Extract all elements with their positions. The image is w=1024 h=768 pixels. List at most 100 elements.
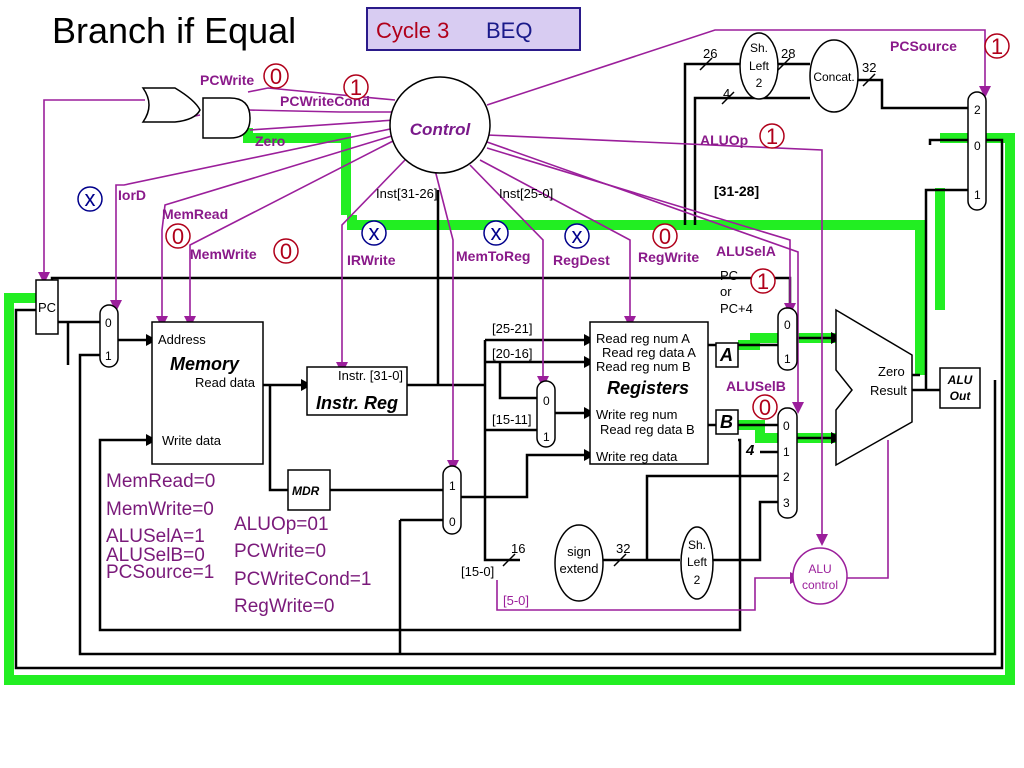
control-label: Control — [410, 120, 472, 139]
aluselb-mux-2: 2 — [783, 470, 790, 484]
sign-extend-2: extend — [559, 561, 598, 576]
aluselb-mux-1: 1 — [783, 445, 790, 459]
regdest-mux — [536, 380, 556, 448]
alu-out-1: ALU — [947, 373, 973, 387]
sl-up-1: Sh. — [750, 41, 768, 55]
instr-label: BEQ — [486, 18, 532, 43]
const-four: 4 — [745, 442, 755, 459]
ir-title: Instr. Reg — [316, 393, 398, 413]
summary-right-3: RegWrite=0 — [234, 596, 335, 617]
summary-left-4: PCSource=1 — [106, 562, 214, 583]
pc-register — [35, 279, 59, 335]
val-aluop: 1 — [766, 124, 778, 149]
bus-ticks — [502, 57, 876, 567]
register-file — [589, 321, 709, 465]
wire-15-0: [15-0] — [461, 564, 494, 579]
val-memread: 0 — [172, 224, 184, 249]
mdr-label: MDR — [292, 484, 320, 498]
alu-control — [792, 547, 848, 605]
memory — [151, 321, 264, 465]
sig-aluop: ALUOp — [700, 132, 748, 148]
wire-32b: 32 — [616, 541, 630, 556]
sl-low-2: Left — [687, 555, 708, 569]
wire-28: 28 — [781, 46, 795, 61]
pc-mux — [99, 304, 119, 368]
instruction-register — [306, 366, 408, 416]
pcsource-mux-0: 0 — [974, 139, 981, 153]
reg-b-label: B — [720, 412, 733, 432]
wire-5-0: [5-0] — [503, 593, 529, 608]
wire-15-11: [15-11] — [492, 412, 532, 427]
sig-pcsource: PCSource — [890, 38, 957, 54]
summary-right-2: PCWriteCond=1 — [234, 569, 371, 590]
val-regdest: x — [572, 223, 583, 248]
pcsource-mux-2: 2 — [974, 103, 981, 117]
slide-title: Branch if Equal — [52, 10, 296, 51]
alusela-mux — [777, 307, 798, 371]
val-alusela: 1 — [757, 269, 769, 294]
alusela-note-2: or — [720, 284, 732, 299]
sl-up-3: 2 — [756, 76, 763, 90]
pc-mux-0: 0 — [105, 316, 112, 330]
summary-left: MemRead=0 MemWrite=0 ALUSelA=1 ALUSelB=0… — [106, 471, 215, 583]
memory-address: Address — [158, 332, 206, 347]
wire-20-16: [20-16] — [492, 346, 532, 361]
alu-out-2: Out — [950, 389, 972, 403]
summary-left-2: ALUSelA=1 — [106, 526, 205, 547]
memory-title: Memory — [170, 354, 240, 374]
sl-low-1: Sh. — [688, 538, 706, 552]
aluselb-mux-0: 0 — [783, 419, 790, 433]
alusela-note-1: PC — [720, 268, 738, 283]
value-markers: 0 1 x 0 0 x x x 0 1 0 1 1 — [77, 33, 1010, 420]
or-gate — [141, 87, 201, 123]
pcsource-mux — [967, 91, 987, 211]
control-wires — [43, 29, 986, 611]
alu-result: Result — [870, 383, 907, 398]
aluselb-mux-3: 3 — [783, 496, 790, 510]
sig-regwrite: RegWrite — [638, 249, 699, 265]
sig-aluselb: ALUSelB — [726, 378, 786, 394]
summary-left-1: MemWrite=0 — [106, 499, 214, 520]
aluselb-mux — [777, 407, 798, 519]
val-irwrite: x — [369, 220, 380, 245]
val-pcwrite: 0 — [270, 64, 282, 89]
pc-mux-1: 1 — [105, 349, 112, 363]
sig-pcwrite: PCWrite — [200, 72, 254, 88]
summary-left-3: ALUSelB=0 — [106, 545, 205, 566]
alu-control-2: control — [802, 578, 838, 592]
summary-left-0: MemRead=0 — [106, 471, 215, 492]
and-gate — [202, 97, 251, 139]
sig-irwrite: IRWrite — [347, 252, 396, 268]
pcsource-mux-1: 1 — [974, 188, 981, 202]
memtoreg-mux-1: 1 — [449, 479, 456, 493]
reg-read-b: Read reg num B — [596, 359, 691, 374]
control-unit — [389, 76, 491, 174]
wire-inst-25-0: Inst[25-0] — [499, 186, 553, 201]
sig-alusela: ALUSelA — [716, 243, 776, 259]
mdr — [287, 469, 331, 511]
summary-right-0: ALUOp=01 — [234, 514, 329, 535]
alu-out — [939, 367, 981, 409]
regdest-mux-1: 1 — [543, 430, 550, 444]
sig-memread: MemRead — [162, 206, 228, 222]
alu-zero: Zero — [878, 364, 905, 379]
reg-read-data-b: Read reg data B — [600, 422, 695, 437]
sig-memtoreg: MemToReg — [456, 248, 530, 264]
sig-iord: IorD — [118, 187, 146, 203]
reg-b — [715, 409, 739, 435]
memory-write-data: Write data — [162, 433, 222, 448]
val-pcwritecond: 1 — [350, 75, 362, 100]
wire-4: 4 — [723, 86, 730, 101]
wire-25-21: [25-21] — [492, 321, 532, 336]
wire-inst-31-26: Inst[31-26] — [376, 186, 437, 201]
shift-left-lower — [680, 526, 714, 600]
reg-a — [715, 342, 739, 368]
alu — [835, 308, 913, 467]
sign-extend-1: sign — [567, 544, 591, 559]
memtoreg-mux-0: 0 — [449, 515, 456, 529]
reg-write-data: Write reg data — [596, 449, 678, 464]
sl-up-2: Left — [749, 59, 770, 73]
wire-26: 26 — [703, 46, 717, 61]
concat — [809, 39, 859, 113]
